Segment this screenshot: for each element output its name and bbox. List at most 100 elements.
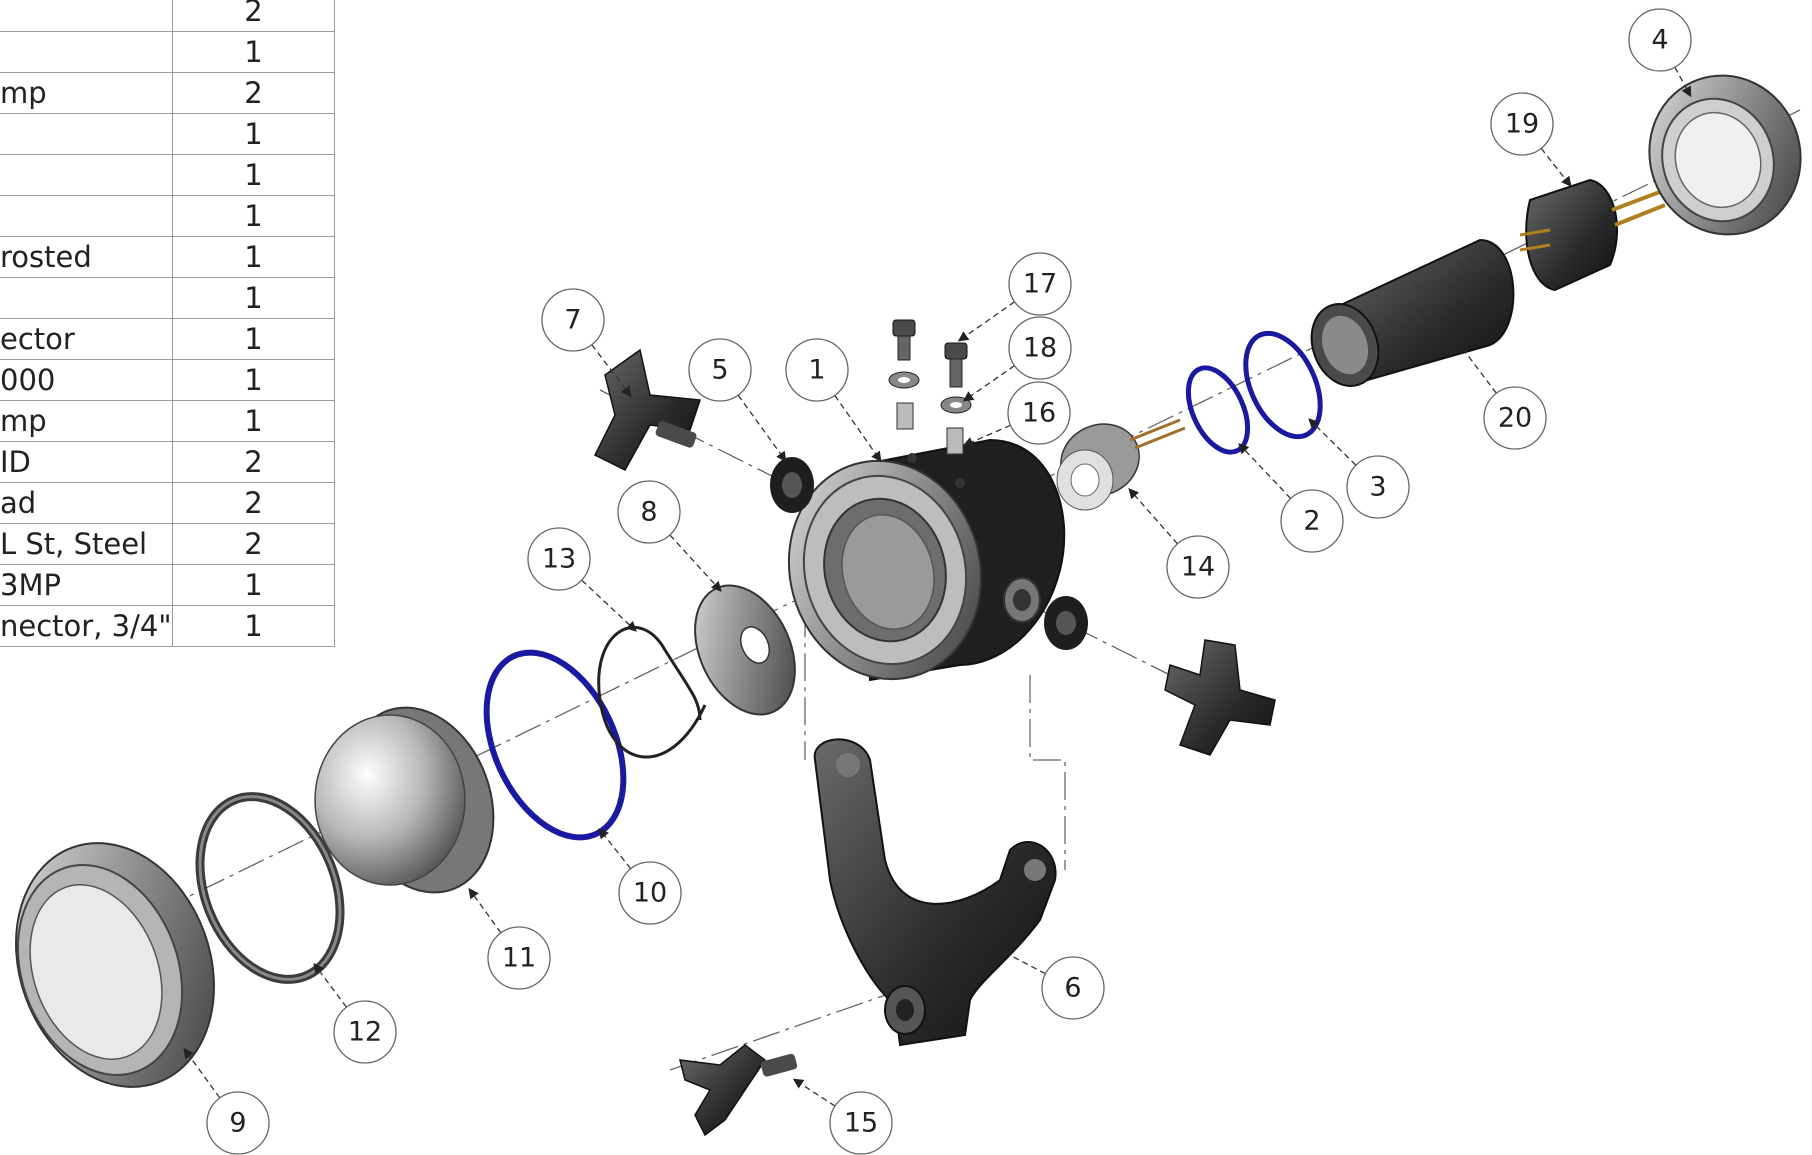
balloon-number: 10 bbox=[633, 878, 667, 909]
balloon-circle bbox=[1008, 252, 1072, 316]
balloon-circle bbox=[617, 480, 681, 544]
balloon-circle bbox=[333, 1000, 397, 1064]
bom-description-cell bbox=[0, 154, 173, 196]
bom-row: 1 bbox=[0, 31, 335, 73]
bom-quantity-cell: 2 bbox=[172, 441, 335, 483]
bom-quantity-cell: 1 bbox=[172, 113, 335, 155]
balloon-number: 13 bbox=[542, 544, 576, 575]
balloon-11: 11 bbox=[487, 926, 551, 990]
balloon-19: 19 bbox=[1490, 92, 1554, 156]
part-1-main-housing bbox=[787, 438, 1066, 682]
bom-description-cell bbox=[0, 113, 173, 155]
balloon-number: 9 bbox=[229, 1108, 246, 1139]
balloon-circle bbox=[1041, 956, 1105, 1020]
bom-row: 1 bbox=[0, 195, 335, 237]
bom-quantity-cell: 2 bbox=[172, 72, 335, 114]
balloon-5: 5 bbox=[688, 338, 752, 402]
balloon-circle bbox=[1490, 92, 1554, 156]
bom-description-cell: mp bbox=[0, 400, 173, 442]
balloon-number: 7 bbox=[564, 305, 581, 336]
bom-quantity-cell: 1 bbox=[172, 400, 335, 442]
balloon-leader-17 bbox=[957, 301, 1015, 342]
part-9-retaining-ring bbox=[15, 842, 215, 1088]
part-18-washers bbox=[888, 371, 972, 414]
balloon-leader-12 bbox=[313, 962, 347, 1008]
balloon-1: 1 bbox=[785, 338, 849, 402]
balloon-number: 5 bbox=[711, 355, 728, 386]
balloon-number: 14 bbox=[1181, 552, 1215, 583]
bom-row: nector, 3/4"1 bbox=[0, 605, 335, 647]
balloon-10: 10 bbox=[618, 861, 682, 925]
balloon-circle bbox=[829, 1091, 893, 1155]
balloon-circle bbox=[1008, 316, 1072, 380]
balloon-9: 9 bbox=[206, 1091, 270, 1155]
balloon-circle bbox=[1483, 386, 1547, 450]
balloon-leader-9 bbox=[183, 1047, 221, 1099]
balloon-17: 17 bbox=[1008, 252, 1072, 316]
balloon-leader-5 bbox=[737, 394, 787, 463]
balloon-circle bbox=[1007, 381, 1071, 445]
bom-row: 1 bbox=[0, 277, 335, 319]
balloon-8: 8 bbox=[617, 480, 681, 544]
part-5-small-gasket bbox=[770, 457, 814, 513]
balloon-leader-2 bbox=[1238, 443, 1292, 499]
balloon-leader-3 bbox=[1308, 418, 1357, 466]
bom-description-cell: mp bbox=[0, 72, 173, 114]
balloon-circle bbox=[487, 926, 551, 990]
part-17-cap-screws bbox=[892, 319, 968, 388]
balloon-leader-8 bbox=[669, 534, 722, 592]
balloon-leader-19 bbox=[1540, 147, 1572, 188]
part-13-snap-ring bbox=[597, 625, 707, 759]
bom-description-cell: ID bbox=[0, 441, 173, 483]
balloon-13: 13 bbox=[527, 527, 591, 591]
balloon-circle bbox=[1346, 455, 1410, 519]
balloon-leader-10 bbox=[598, 827, 632, 870]
balloon-leader-15 bbox=[792, 1078, 836, 1107]
part-15-thumb-knob bbox=[679, 1044, 798, 1137]
balloon-7: 7 bbox=[541, 288, 605, 352]
balloon-circle bbox=[1166, 535, 1230, 599]
bom-description-cell bbox=[0, 31, 173, 73]
balloon-18: 18 bbox=[1008, 316, 1072, 380]
balloon-number: 4 bbox=[1651, 25, 1668, 56]
balloon-number: 12 bbox=[348, 1017, 382, 1048]
bom-row: 1 bbox=[0, 113, 335, 155]
balloon-12: 12 bbox=[333, 1000, 397, 1064]
balloon-16: 16 bbox=[1007, 381, 1071, 445]
balloon-number: 19 bbox=[1505, 109, 1539, 140]
part-14-bushing bbox=[1056, 418, 1186, 511]
balloon-number: 3 bbox=[1369, 472, 1386, 503]
balloon-leader-6 bbox=[997, 948, 1046, 975]
balloon-6: 6 bbox=[1041, 956, 1105, 1020]
bom-quantity-cell: 1 bbox=[172, 564, 335, 606]
balloon-circle bbox=[785, 338, 849, 402]
bom-quantity-cell: 2 bbox=[172, 523, 335, 565]
bom-quantity-cell: 1 bbox=[172, 605, 335, 647]
balloon-circle bbox=[206, 1091, 270, 1155]
balloon-leader-16 bbox=[962, 424, 1011, 447]
part-16-set-screws bbox=[896, 402, 964, 455]
bom-description-cell bbox=[0, 277, 173, 319]
bom-description-cell: 3MP bbox=[0, 564, 173, 606]
balloon-number: 8 bbox=[640, 497, 657, 528]
balloon-14: 14 bbox=[1166, 535, 1230, 599]
bom-description-cell: rosted bbox=[0, 236, 173, 278]
part-10-o-ring bbox=[483, 649, 627, 841]
part-4-cap-ring bbox=[1648, 74, 1802, 236]
balloon-number: 16 bbox=[1022, 398, 1056, 429]
balloon-leader-lines bbox=[183, 66, 1692, 1107]
balloon-number: 20 bbox=[1498, 403, 1532, 434]
balloon-4: 4 bbox=[1628, 8, 1692, 72]
balloon-leader-18 bbox=[962, 365, 1015, 402]
bom-description-cell: 000 bbox=[0, 359, 173, 401]
balloon-number: 6 bbox=[1064, 973, 1081, 1004]
balloon-number: 2 bbox=[1303, 506, 1320, 537]
part-19-bulkhead-connector bbox=[1519, 178, 1666, 292]
